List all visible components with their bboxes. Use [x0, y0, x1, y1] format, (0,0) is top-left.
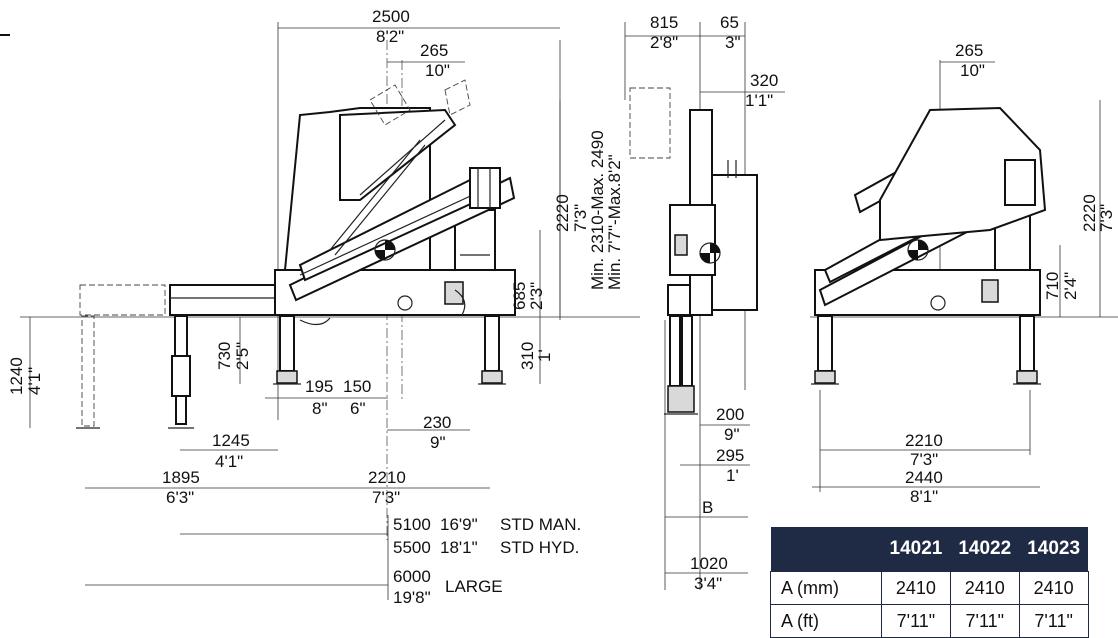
dim-685: 685 — [510, 282, 529, 310]
dim-2210-right: 2210 — [905, 431, 943, 450]
dim-230: 230 — [423, 413, 451, 432]
dim-200: 200 — [716, 405, 744, 424]
table-row: A (ft) 7'11" 7'11" 7'11" — [770, 604, 1089, 638]
dimension-labels: 2500 8'2" 265 10" 815 2'8" 65 3" 320 1'1… — [7, 7, 1116, 607]
dim-1-end: 1' — [726, 466, 739, 485]
dim-150: 150 — [343, 377, 371, 396]
table-row: A (mm) 2410 2410 2410 — [770, 571, 1089, 605]
dim-320: 320 — [750, 71, 778, 90]
dim-1245: 1245 — [212, 431, 250, 450]
dim-2220-right: 2220 — [1080, 194, 1099, 232]
dim-4-1-b: 4'1" — [215, 452, 243, 471]
dim-265: 265 — [420, 41, 448, 60]
dim-195: 195 — [305, 377, 333, 396]
dim-7-3-right: 7'3" — [1097, 204, 1116, 232]
table-header-14021: 14021 — [881, 527, 951, 572]
table-cell: 7'11" — [881, 604, 951, 638]
dim-65: 65 — [720, 13, 739, 32]
dim-1240: 1240 — [7, 357, 26, 395]
dim-1-foot: 1' — [535, 349, 554, 362]
span-std-hyd-ft: 18'1" — [440, 538, 478, 557]
table-cell: 7'11" — [949, 604, 1020, 638]
dim-7-3-b: 7'3" — [372, 488, 400, 507]
span-large-ft: 19'8" — [393, 588, 431, 607]
dim-6: 6" — [350, 399, 366, 418]
span-std-man-ft: 16'9" — [440, 515, 478, 534]
dim-8-1: 8'1" — [910, 487, 938, 506]
left-side-view — [20, 22, 640, 600]
dim-265-right: 265 — [955, 41, 983, 60]
dim-2220: 2220 — [553, 194, 572, 232]
dim-min-max-mm: Min. 2310-Max. 2490 — [588, 130, 607, 290]
dim-B: B — [702, 498, 713, 517]
model-dimension-table: 14021 14022 14023 A (mm) 2410 2410 2410 … — [770, 527, 1089, 638]
span-large-note: LARGE — [445, 577, 503, 596]
corner-mark — [0, 20, 10, 36]
table-cell: 2410 — [1018, 571, 1089, 605]
table-cell: 2410 — [881, 571, 951, 605]
dim-1895: 1895 — [162, 468, 200, 487]
dim-9: 9" — [430, 433, 446, 452]
dim-8: 8" — [312, 399, 328, 418]
span-std-man-note: STD MAN. — [500, 515, 581, 534]
dim-6-3: 6'3" — [166, 488, 194, 507]
dim-1-1: 1'1" — [745, 91, 773, 110]
dim-2-3: 2'3" — [527, 282, 546, 310]
table-header-14022: 14022 — [950, 527, 1020, 572]
dim-2-8: 2'8" — [650, 33, 678, 52]
span-std-man-mm: 5100 — [393, 515, 431, 534]
dim-2-5: 2'5" — [233, 342, 252, 370]
dim-10: 10" — [425, 61, 450, 80]
dim-710: 710 — [1043, 272, 1062, 300]
dim-4-1: 4'1" — [25, 367, 44, 395]
table-header-row: 14021 14022 14023 — [770, 527, 1089, 572]
dim-815: 815 — [650, 13, 678, 32]
dim-8-2: 8'2" — [376, 27, 404, 46]
span-std-hyd-note: STD HYD. — [500, 538, 579, 557]
table-cell: 2410 — [949, 571, 1020, 605]
table-cell: 7'11" — [1018, 604, 1089, 638]
right-view — [810, 60, 1118, 492]
dim-min-max-ft: Min. 7'7"-Max.8'2" — [605, 154, 624, 290]
dim-2440: 2440 — [905, 468, 943, 487]
dim-7-3: 7'3" — [571, 204, 590, 232]
dim-7-3-r2: 7'3" — [910, 450, 938, 469]
dim-3: 3" — [725, 33, 741, 52]
table-header-14023: 14023 — [1019, 527, 1089, 572]
dim-295: 295 — [716, 446, 744, 465]
span-std-hyd-mm: 5500 — [393, 538, 431, 557]
row-label-a-mm: A (mm) — [770, 571, 882, 605]
end-view — [624, 22, 785, 590]
dim-2500: 2500 — [372, 7, 410, 26]
crane-technical-drawing: 2500 8'2" 265 10" 815 2'8" 65 3" 320 1'1… — [7, 7, 1118, 607]
span-large-mm: 6000 — [393, 567, 431, 586]
table-header-blank — [770, 527, 882, 572]
dim-2-4: 2'4" — [1061, 272, 1080, 300]
dim-3-4: 3'4" — [694, 574, 722, 593]
dim-10-right: 10" — [960, 61, 985, 80]
dim-9-end: 9" — [724, 425, 740, 444]
row-label-a-ft: A (ft) — [770, 604, 882, 638]
dim-730: 730 — [215, 342, 234, 370]
dim-310: 310 — [518, 342, 537, 370]
dim-2210: 2210 — [368, 468, 406, 487]
dim-1020: 1020 — [690, 554, 728, 573]
